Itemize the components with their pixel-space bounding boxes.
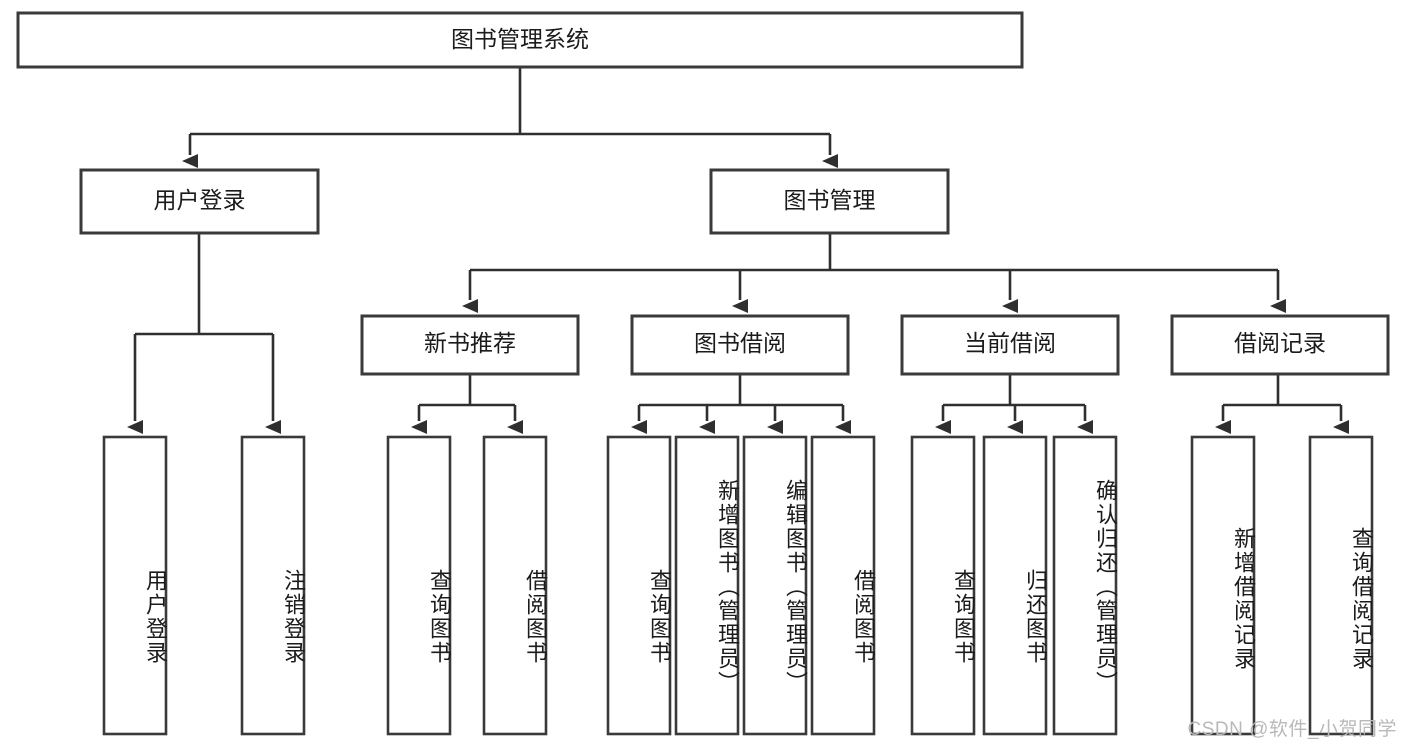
connector-bookborrow-to-leaves [631, 374, 851, 434]
leaf-box-add-book[interactable] [674, 435, 740, 736]
leaf-box-logout[interactable] [240, 435, 306, 736]
leaf-box-borrow-book-1[interactable] [482, 435, 548, 736]
leaf-box-borrow-book-2[interactable] [810, 435, 876, 736]
connector-newbook-to-leaves [411, 374, 523, 434]
leaf-box-query-book-1[interactable] [386, 435, 452, 736]
leaf-box-user-login[interactable] [102, 435, 168, 736]
node-book-borrow-box[interactable] [630, 314, 850, 376]
node-book-borrow[interactable]: 图书借阅 [630, 314, 850, 376]
connector-userlogin-to-leaves [127, 233, 281, 434]
leaf-box-query-book-2[interactable] [606, 435, 672, 736]
node-root[interactable]: 图书管理系统 [16, 11, 1024, 69]
node-book-borrow-label: 图书借阅 [694, 330, 786, 356]
csdn-watermark: CSDN @软件_小贺同学 [1187, 719, 1397, 740]
node-root-box[interactable] [16, 11, 1024, 69]
leaf-box-return-book[interactable] [982, 435, 1048, 736]
leaf-box-add-record[interactable] [1190, 435, 1256, 736]
node-new-book-recommend-label: 新书推荐 [424, 330, 516, 356]
node-borrow-record-label: 借阅记录 [1234, 330, 1326, 356]
node-current-borrow[interactable]: 当前借阅 [900, 314, 1120, 376]
node-book-manage[interactable]: 图书管理 [709, 168, 950, 235]
leaf-box-confirm-return[interactable] [1052, 435, 1118, 736]
connector-currentborrow-to-leaves [935, 374, 1093, 434]
node-root-label: 图书管理系统 [451, 26, 589, 52]
leaf-box-edit-book[interactable] [742, 435, 808, 736]
leaf-boxes [102, 435, 1374, 736]
node-user-login-label: 用户登录 [154, 187, 246, 213]
node-book-manage-box[interactable] [709, 168, 950, 235]
connector-borrowrecord-to-leaves [1215, 374, 1349, 434]
node-user-login[interactable]: 用户登录 [79, 168, 320, 235]
node-new-book-recommend[interactable]: 新书推荐 [360, 314, 580, 376]
node-book-manage-label: 图书管理 [784, 187, 876, 213]
connector-bookmanage-to-level3 [462, 233, 1286, 313]
leaf-box-query-book-3[interactable] [910, 435, 976, 736]
leaf-box-query-record[interactable] [1308, 435, 1374, 736]
node-current-borrow-box[interactable] [900, 314, 1120, 376]
connector-root-to-level2 [182, 67, 838, 168]
node-borrow-record[interactable]: 借阅记录 [1170, 314, 1390, 376]
node-borrow-record-box[interactable] [1170, 314, 1390, 376]
node-new-book-recommend-box[interactable] [360, 314, 580, 376]
node-user-login-box[interactable] [79, 168, 320, 235]
node-current-borrow-label: 当前借阅 [964, 330, 1056, 356]
